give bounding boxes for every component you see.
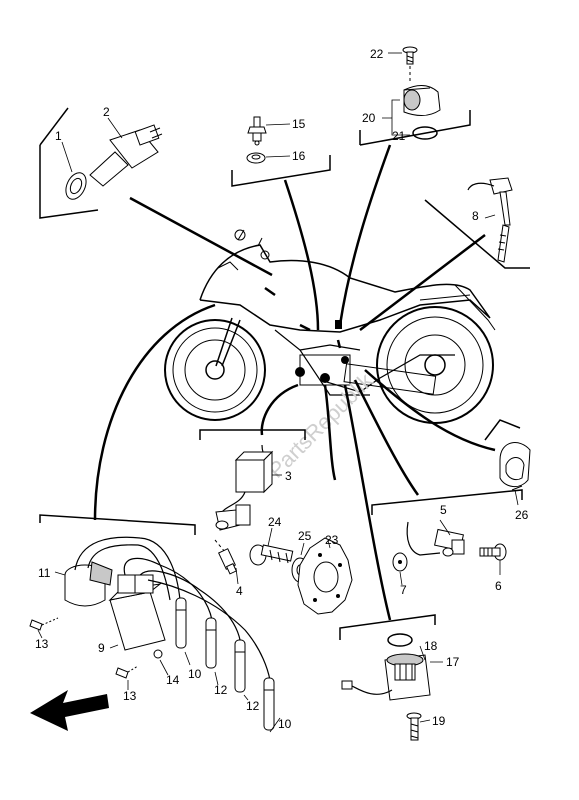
callout-3: 3: [285, 469, 292, 483]
coil-11[interactable]: [64, 561, 113, 607]
callout-5: 5: [440, 503, 447, 517]
callout-13b: 13: [123, 689, 137, 703]
ignition-leads: [74, 536, 271, 681]
washer-7[interactable]: [392, 552, 408, 572]
rotor-23[interactable]: [297, 537, 353, 615]
callout-16: 16: [292, 149, 306, 163]
bolt-19[interactable]: [406, 712, 422, 741]
callout-11: 11: [38, 566, 51, 580]
callout-4: 4: [236, 584, 243, 598]
bolt-6[interactable]: [479, 543, 507, 561]
leader-lines: [93, 144, 496, 621]
bolt-14[interactable]: [153, 649, 163, 659]
callout-10b: 10: [278, 717, 292, 731]
callout-20: 20: [362, 111, 376, 125]
plug-caps[interactable]: [175, 597, 275, 731]
callout-24: 24: [268, 515, 282, 529]
o-ring-18[interactable]: [387, 633, 413, 647]
callout-leaders: [37, 52, 519, 733]
sensor-part-2[interactable]: [62, 124, 163, 202]
callout-8: 8: [472, 209, 479, 223]
callout-17: 17: [446, 655, 460, 669]
callout-26: 26: [515, 508, 529, 522]
panels: [39, 107, 530, 640]
pressure-switch-15[interactable]: [247, 116, 267, 146]
sensor-4[interactable]: [214, 539, 237, 575]
callout-19: 19: [432, 714, 446, 728]
callout-21: 21: [392, 129, 406, 143]
sensor-5[interactable]: [406, 521, 465, 557]
sensor-20[interactable]: [403, 85, 441, 116]
coil-9[interactable]: [108, 574, 166, 651]
callout-7: 7: [400, 583, 407, 597]
callout-6: 6: [495, 579, 502, 593]
callout-labels: 1 2 3 4 5 6 7 8 9 10 10 11 12 12 13 13 1…: [35, 47, 529, 731]
callout-10a: 10: [188, 667, 202, 681]
arrow-left-icon: [30, 690, 109, 731]
callout-12a: 12: [214, 683, 228, 697]
callout-23: 23: [325, 533, 339, 547]
callout-18: 18: [424, 639, 438, 653]
callout-15: 15: [292, 117, 306, 131]
callout-9: 9: [98, 641, 105, 655]
callout-1: 1: [55, 129, 62, 143]
callout-22: 22: [370, 47, 384, 61]
callout-12b: 12: [246, 699, 260, 713]
nut-16[interactable]: [246, 152, 266, 164]
sensor-8[interactable]: [467, 177, 513, 263]
bolt-24[interactable]: [249, 544, 294, 566]
callout-2: 2: [103, 105, 110, 119]
sensor-17[interactable]: [341, 653, 431, 701]
screw-22[interactable]: [402, 46, 418, 82]
bracket-26[interactable]: [499, 442, 531, 491]
motorcycle-illustration: [164, 229, 496, 424]
callout-13a: 13: [35, 637, 49, 651]
screws-13[interactable]: [29, 617, 139, 679]
callout-25: 25: [298, 529, 312, 543]
callout-14: 14: [166, 673, 180, 687]
relay-3[interactable]: [215, 444, 274, 531]
o-ring-21[interactable]: [412, 126, 438, 140]
